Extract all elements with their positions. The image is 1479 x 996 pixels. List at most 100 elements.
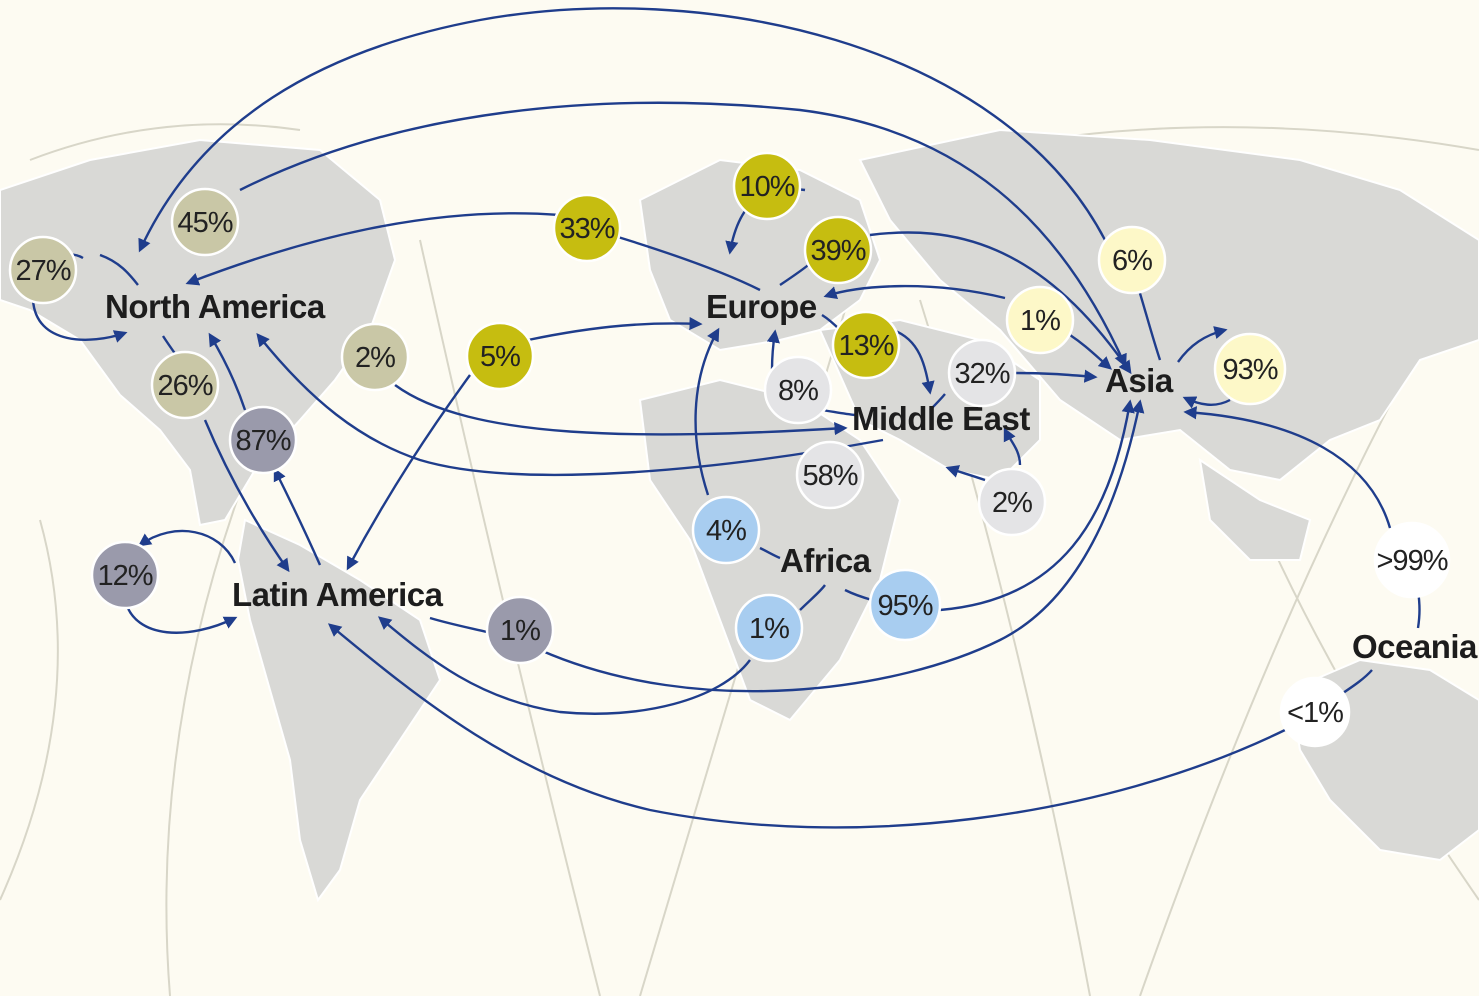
share-bubble: 95%	[868, 568, 942, 642]
share-circle	[1279, 676, 1351, 748]
share-label: 95%	[877, 590, 932, 622]
share-bubble: 93%	[1213, 332, 1287, 406]
share-label: 2%	[992, 487, 1032, 519]
share-bubble: 1%	[734, 593, 804, 663]
share-circle	[1005, 285, 1075, 355]
share-circle	[170, 187, 240, 257]
share-bubble: 33%	[552, 193, 622, 263]
share-circle	[795, 440, 865, 510]
share-bubble: 2%	[977, 467, 1047, 537]
share-bubble: 8%	[763, 355, 833, 425]
share-label: 39%	[810, 235, 865, 267]
flow-arrow	[429, 616, 488, 634]
share-label: 32%	[954, 358, 1009, 390]
flow-arrow	[327, 623, 1286, 829]
flow-arrow	[869, 231, 1132, 375]
share-label: 1%	[749, 613, 789, 645]
flow-arrow	[1177, 326, 1228, 363]
region-labels: North America Latin America Europe Middl…	[105, 288, 1479, 665]
share-circle	[150, 350, 220, 420]
share-label: 45%	[177, 207, 232, 239]
share-label: 12%	[97, 560, 152, 592]
flow-arrow	[759, 546, 781, 560]
share-circle	[868, 568, 942, 642]
share-label: 4%	[706, 515, 746, 547]
flow-arrow	[617, 235, 761, 292]
share-label: >99%	[1377, 545, 1448, 577]
region-label-oceania: Oceania	[1352, 628, 1478, 665]
share-bubble: 5%	[465, 321, 535, 391]
share-circle	[552, 193, 622, 263]
share-label: 1%	[500, 615, 540, 647]
region-label-asia: Asia	[1105, 362, 1174, 399]
share-bubbles: 45% 27% 26% 2% 87% 12% 1% 10% 33% 39% 13…	[8, 151, 1451, 748]
share-circle	[465, 321, 535, 391]
graticule-arc	[29, 123, 301, 161]
share-circle	[485, 595, 555, 665]
region-label-middle-east: Middle East	[852, 400, 1030, 437]
share-bubble: 45%	[170, 187, 240, 257]
share-bubble: <1%	[1279, 676, 1351, 748]
share-circle	[8, 235, 78, 305]
region-label-north-america: North America	[105, 288, 326, 325]
share-circle	[90, 540, 160, 610]
flow-arrow	[939, 399, 1135, 612]
share-circle	[732, 151, 802, 221]
flow-arrow	[694, 327, 720, 496]
share-circle	[734, 593, 804, 663]
share-bubble: 39%	[803, 215, 873, 285]
region-label-latin-america: Latin America	[232, 576, 444, 613]
share-label: 1%	[1020, 305, 1060, 337]
share-circle	[831, 310, 901, 380]
flow-arrow	[1182, 396, 1231, 409]
flow-arrow	[138, 7, 1107, 253]
flow-arrow	[377, 616, 751, 715]
share-circle	[947, 338, 1017, 408]
flow-arrow	[256, 332, 884, 477]
share-bubble: 58%	[795, 440, 865, 510]
share-bubble: 13%	[831, 310, 901, 380]
share-bubble: 87%	[228, 405, 298, 475]
share-bubble: 2%	[340, 322, 410, 392]
flow-arrow	[1183, 406, 1392, 529]
share-circle	[977, 467, 1047, 537]
share-circle	[763, 355, 833, 425]
flow-arrow	[766, 329, 780, 371]
share-bubble: 32%	[947, 338, 1017, 408]
region-label-africa: Africa	[780, 542, 872, 579]
flow-arrow	[527, 316, 703, 342]
share-label: 27%	[15, 255, 70, 287]
flow-arrow	[123, 599, 238, 634]
flow-arrow	[892, 328, 935, 395]
share-bubble: 1%	[1005, 285, 1075, 355]
south-america-shape	[236, 518, 442, 903]
share-label: 8%	[778, 375, 818, 407]
share-circle	[1373, 521, 1451, 599]
flow-arrow	[185, 212, 561, 286]
flow-arrow	[394, 384, 848, 436]
share-bubble: 10%	[732, 151, 802, 221]
flow-arrow	[799, 584, 826, 611]
share-label: 87%	[235, 425, 290, 457]
share-label: 93%	[1222, 354, 1277, 386]
flow-arrow	[823, 284, 1006, 300]
share-circle	[228, 405, 298, 475]
share-bubble: 27%	[8, 235, 78, 305]
share-bubble: >99%	[1373, 521, 1451, 599]
graticule-arc	[0, 519, 59, 901]
southeast-asia-shape	[1198, 457, 1312, 561]
share-bubble: 12%	[90, 540, 160, 610]
share-label: 10%	[739, 171, 794, 203]
flow-arrow	[208, 332, 247, 411]
flow-arrow	[929, 393, 946, 411]
flow-arrow	[273, 467, 322, 566]
flow-arrow	[239, 101, 1127, 368]
share-label: 5%	[480, 341, 520, 373]
flow-arrow	[137, 529, 237, 564]
graticule-arc	[1039, 126, 1479, 151]
asia-shape	[858, 128, 1479, 482]
share-label: 2%	[355, 342, 395, 374]
share-circle	[691, 495, 761, 565]
